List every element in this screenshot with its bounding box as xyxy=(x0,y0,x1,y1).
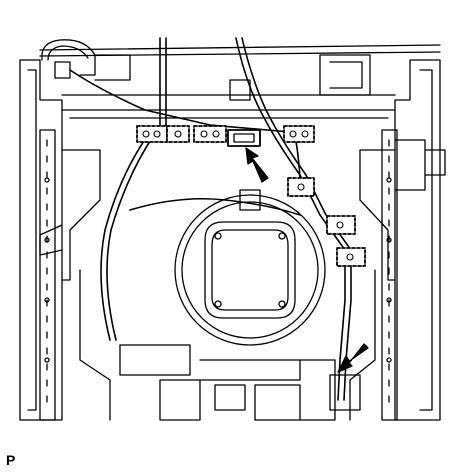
blower-motor xyxy=(174,189,326,346)
lower-right-connector xyxy=(329,374,361,411)
seat-track-right xyxy=(381,129,398,421)
wire-harness xyxy=(69,37,352,401)
top-left-housing xyxy=(94,54,131,81)
clamp-5 xyxy=(287,177,315,197)
clamp-2 xyxy=(166,125,190,143)
clamp-1 xyxy=(136,125,168,143)
lower-mechanism xyxy=(119,344,361,421)
top-left-connector xyxy=(54,61,71,79)
right-lever xyxy=(394,139,426,191)
arrow-lower xyxy=(337,343,369,373)
left-bracket xyxy=(61,149,101,281)
seat-frame xyxy=(19,44,441,421)
clamp-7 xyxy=(336,247,366,267)
clamp-6 xyxy=(326,215,356,235)
right-bracket xyxy=(359,149,396,281)
top-center-block xyxy=(229,79,251,101)
seat-track-left xyxy=(39,129,56,421)
right-lower-bracket xyxy=(349,269,376,421)
wire-clamps xyxy=(136,125,366,267)
top-left-coil xyxy=(41,39,96,76)
clamp-4 xyxy=(283,125,315,143)
clamp-details xyxy=(142,130,354,261)
top-center-connector xyxy=(227,129,261,147)
left-lever xyxy=(39,224,63,256)
arrow-upper xyxy=(245,147,269,183)
top-right-box xyxy=(319,54,371,96)
clamp-3 xyxy=(193,125,227,143)
figure-corner-label: P xyxy=(6,452,16,468)
left-lower-bracket xyxy=(79,269,111,421)
